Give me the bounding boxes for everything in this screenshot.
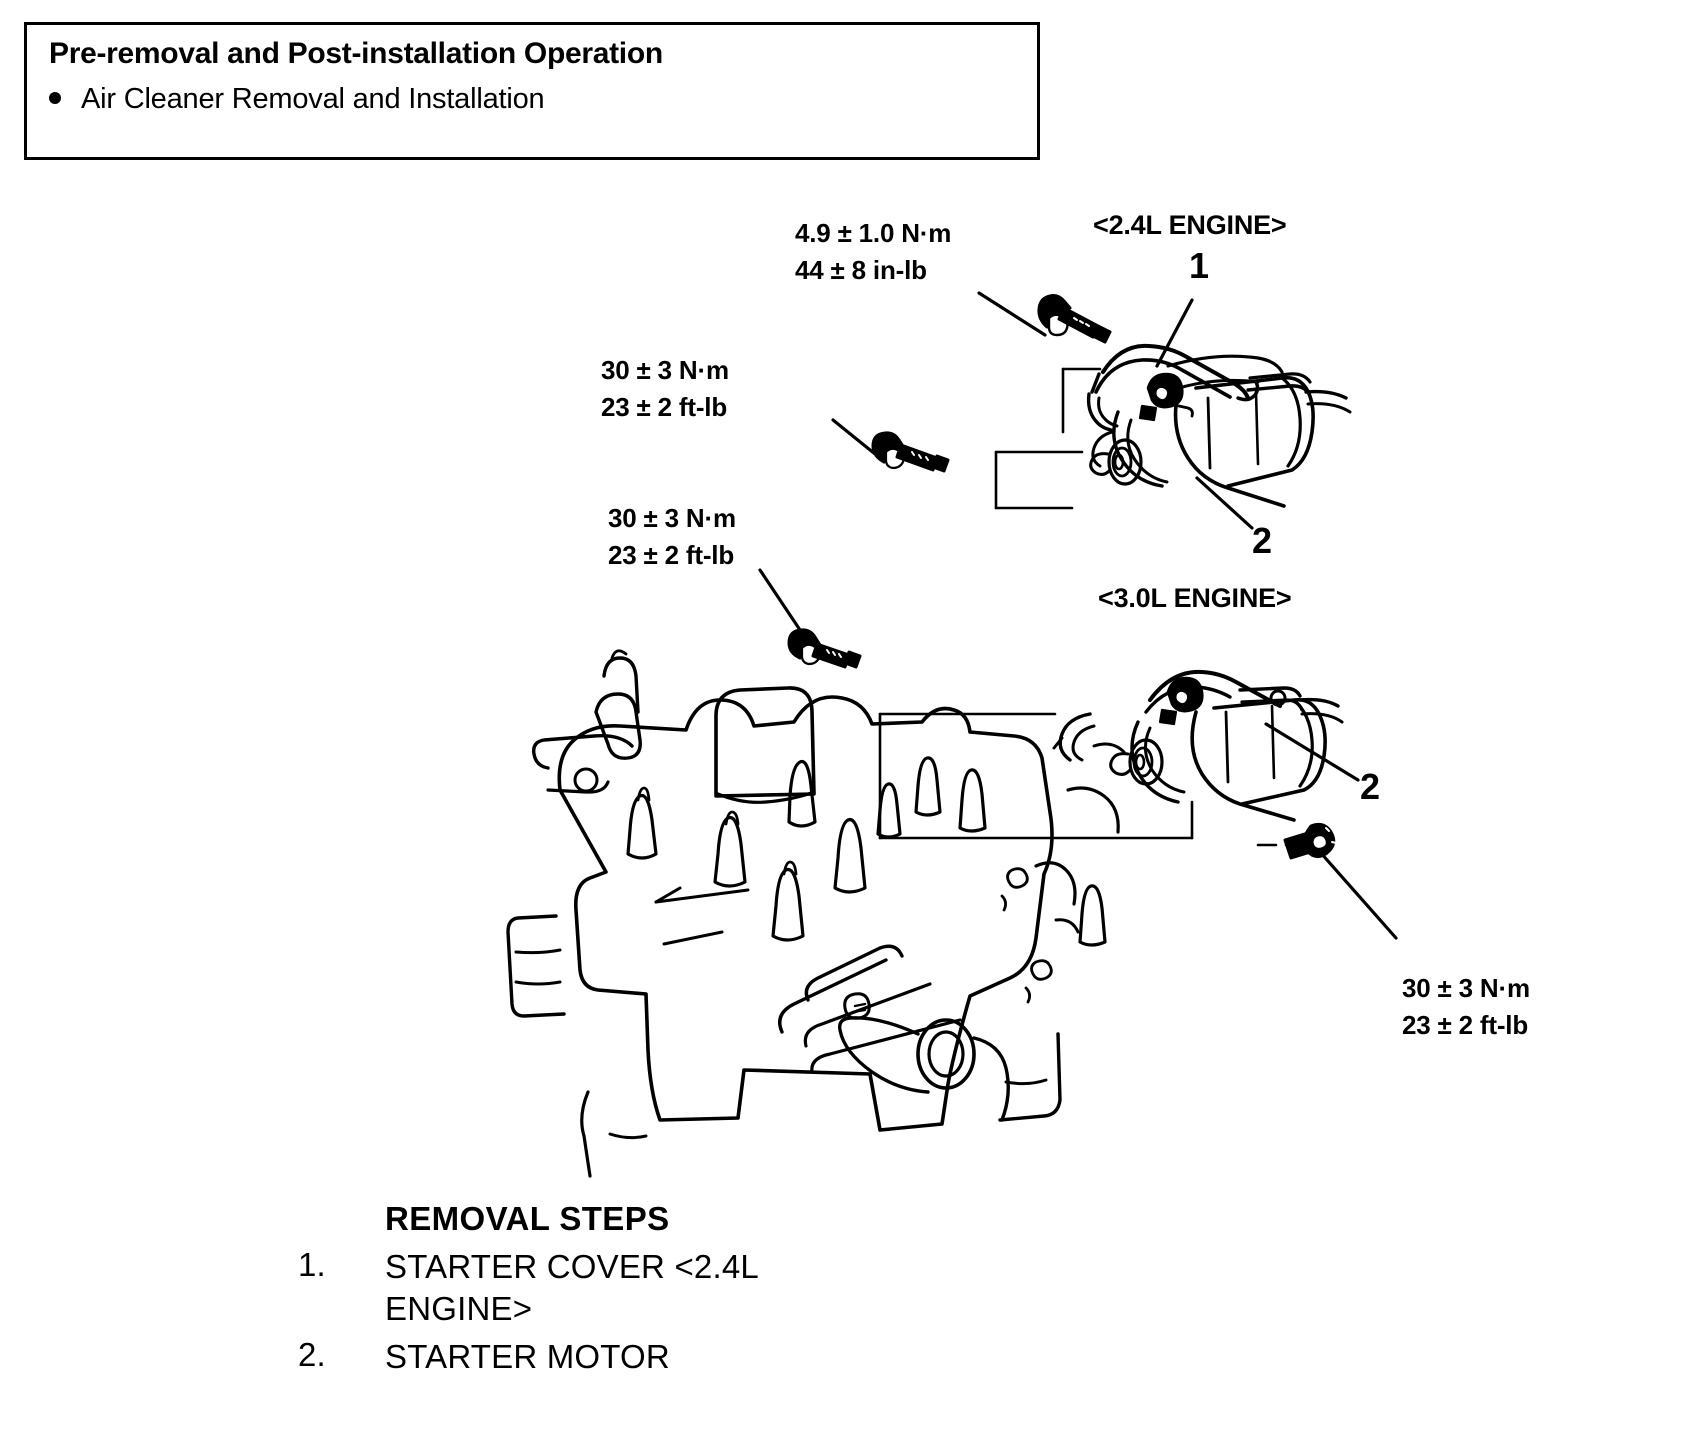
note-bullet-item: Air Cleaner Removal and Installation xyxy=(49,83,545,116)
torque-metric: 4.9 ± 1.0 N·m xyxy=(795,218,952,248)
callout-leader-1 xyxy=(1155,298,1194,368)
removal-step-number: 2. xyxy=(298,1336,326,1374)
removal-step-label: STARTER COVER <2.4L ENGINE> xyxy=(385,1248,758,1328)
assembly-guide-30l xyxy=(878,712,1300,847)
bolt-transmission-upper xyxy=(787,628,862,669)
removal-step-number: 1. xyxy=(298,1246,326,1283)
engine-label-24l: <2.4L ENGINE> xyxy=(1093,210,1287,240)
removal-step-item: 1. STARTER COVER <2.4L ENGINE> xyxy=(290,1246,990,1330)
callout-leader-2-24l xyxy=(1195,476,1254,530)
starter-motor-30l xyxy=(1052,669,1344,822)
removal-step-label: STARTER MOTOR xyxy=(385,1338,670,1376)
torque-imperial: 44 ± 8 in-lb xyxy=(795,254,927,285)
leader-line-lower-bolt-24l xyxy=(758,568,802,632)
engine-label-30l: <3.0L ENGINE> xyxy=(1098,583,1292,613)
bolt-starter-cover xyxy=(1037,294,1112,344)
leader-line-upper-bolt-24l xyxy=(831,418,882,460)
torque-spec-starter-bolt-30l: 30 ± 3 N·m 23 ± 2 ft-lb xyxy=(1402,970,1530,1044)
transaxle-housing xyxy=(506,649,1126,1178)
bolt-starter-upper-24l xyxy=(871,431,950,473)
note-title: Pre-removal and Post-installation Operat… xyxy=(49,37,663,70)
leader-line-cover-bolt xyxy=(977,291,1047,337)
callout-number-1: 1 xyxy=(1189,245,1210,286)
removal-steps-block: REMOVAL STEPS 1. STARTER COVER <2.4L ENG… xyxy=(290,1200,990,1379)
removal-steps-heading: REMOVAL STEPS xyxy=(385,1200,670,1237)
torque-spec-starter-upper-bolt-24l: 30 ± 3 N·m 23 ± 2 ft-lb xyxy=(601,352,729,426)
note-bullet-label: Air Cleaner Removal and Installation xyxy=(81,83,545,115)
leader-line-bolt-30l xyxy=(1318,850,1398,940)
bolt-starter-30l xyxy=(1283,823,1337,860)
torque-imperial: 23 ± 2 ft-lb xyxy=(1402,1009,1529,1040)
pre-removal-note-box: Pre-removal and Post-installation Operat… xyxy=(24,22,1040,160)
callout-number-2-24l: 2 xyxy=(1252,520,1273,561)
torque-spec-starter-cover-bolt: 4.9 ± 1.0 N·m 44 ± 8 in-lb xyxy=(795,215,951,289)
assembly-guide-24l xyxy=(994,367,1102,510)
torque-imperial: 23 ± 2 ft-lb xyxy=(601,391,728,422)
removal-step-item: 2. STARTER MOTOR xyxy=(290,1336,990,1378)
callout-number-2-30l: 2 xyxy=(1360,766,1381,807)
torque-spec-starter-lower-bolt-24l: 30 ± 3 N·m 23 ± 2 ft-lb xyxy=(608,500,736,574)
torque-metric: 30 ± 3 N·m xyxy=(1402,973,1530,1003)
bullet-dot-icon xyxy=(49,92,61,104)
starter-motor-24l xyxy=(1086,343,1352,508)
callout-leader-2-30l xyxy=(1264,722,1360,782)
torque-imperial: 23 ± 2 ft-lb xyxy=(608,539,735,570)
torque-metric: 30 ± 3 N·m xyxy=(601,355,729,385)
torque-metric: 30 ± 3 N·m xyxy=(608,503,736,533)
